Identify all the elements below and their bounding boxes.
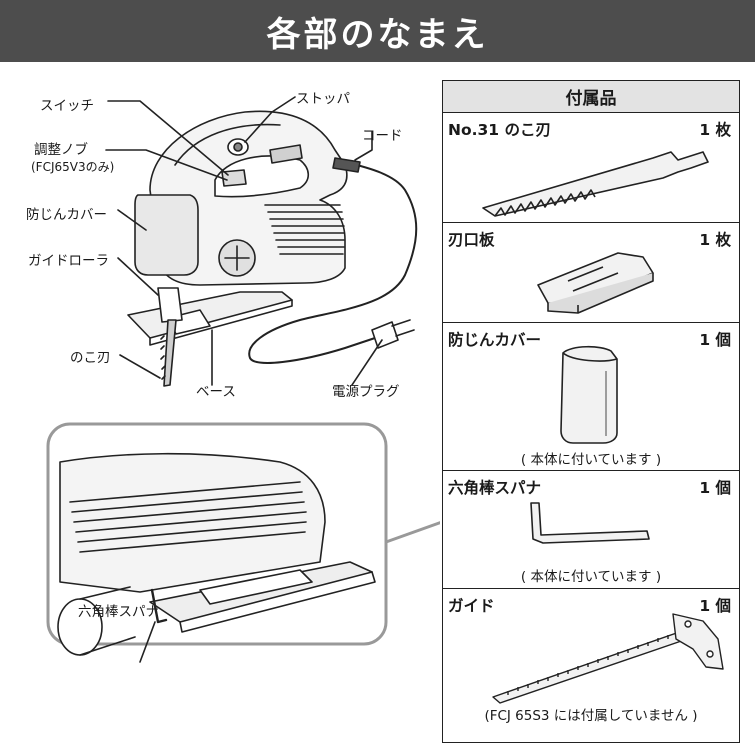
page-title-banner: 各部のなまえ [0, 0, 755, 62]
label-guide-roller: ガイドローラ [28, 253, 109, 269]
accessory-name: No.31 のこ刃 [448, 121, 551, 139]
hex-wrench-icon [530, 502, 650, 544]
accessories-heading: 付属品 [443, 81, 739, 113]
dust-cover-icon [560, 345, 618, 444]
accessory-qty: 1 個 [699, 479, 731, 497]
accessory-blade: No.31 のこ刃 1 枚 [443, 113, 739, 223]
base-closeup-illustration [46, 422, 440, 663]
label-stopper: ストッパ [296, 91, 350, 107]
accessory-guide: ガイド 1 個 (FCJ 65S3 には付属していません ) [443, 589, 739, 727]
label-knob: 調整ノブ [34, 142, 88, 158]
accessory-note: (FCJ 65S3 には付属していません ) [484, 708, 698, 724]
guide-icon [492, 613, 724, 704]
accessory-throat-plate: 刃口板 1 枚 [443, 223, 739, 323]
accessory-name: 防じんカバー [448, 331, 542, 349]
accessory-hex-wrench: 六角棒スパナ 1 個 ( 本体に付いています ) [443, 471, 739, 589]
label-cord: コード [362, 128, 403, 144]
page-title: 各部のなまえ [266, 14, 489, 55]
accessory-qty: 1 個 [699, 597, 731, 615]
label-knob-model: (FCJ65V3のみ) [31, 160, 115, 174]
throat-plate-icon [537, 252, 654, 314]
label-hex-wrench: 六角棒スパナ [78, 604, 159, 620]
saw-blade-icon [482, 151, 709, 217]
label-blade: のこ刃 [70, 350, 111, 366]
accessory-name: 刃口板 [448, 231, 495, 249]
accessory-note: ( 本体に付いています ) [520, 569, 662, 585]
accessory-qty: 1 枚 [699, 121, 731, 139]
accessories-panel: 付属品 No.31 のこ刃 1 枚 刃口板 1 枚 防じんカバー 1 個 [442, 80, 740, 743]
label-dust-cover: 防じんカバー [26, 207, 107, 223]
accessory-qty: 1 枚 [699, 231, 731, 249]
label-base: ベース [196, 384, 236, 400]
accessory-qty: 1 個 [699, 331, 731, 349]
accessory-dust-cover: 防じんカバー 1 個 ( 本体に付いています ) [443, 323, 739, 471]
label-switch: スイッチ [40, 98, 94, 114]
label-plug: 電源プラグ [332, 384, 400, 400]
accessory-name: ガイド [448, 597, 495, 615]
tool-illustration-area: スイッチ ストッパ コード 調整ノブ (FCJ65V3のみ) 防じんカバー ガイ… [0, 62, 440, 755]
accessory-name: 六角棒スパナ [448, 479, 542, 497]
accessory-note: ( 本体に付いています ) [520, 452, 662, 468]
jigsaw-illustration [105, 96, 418, 387]
